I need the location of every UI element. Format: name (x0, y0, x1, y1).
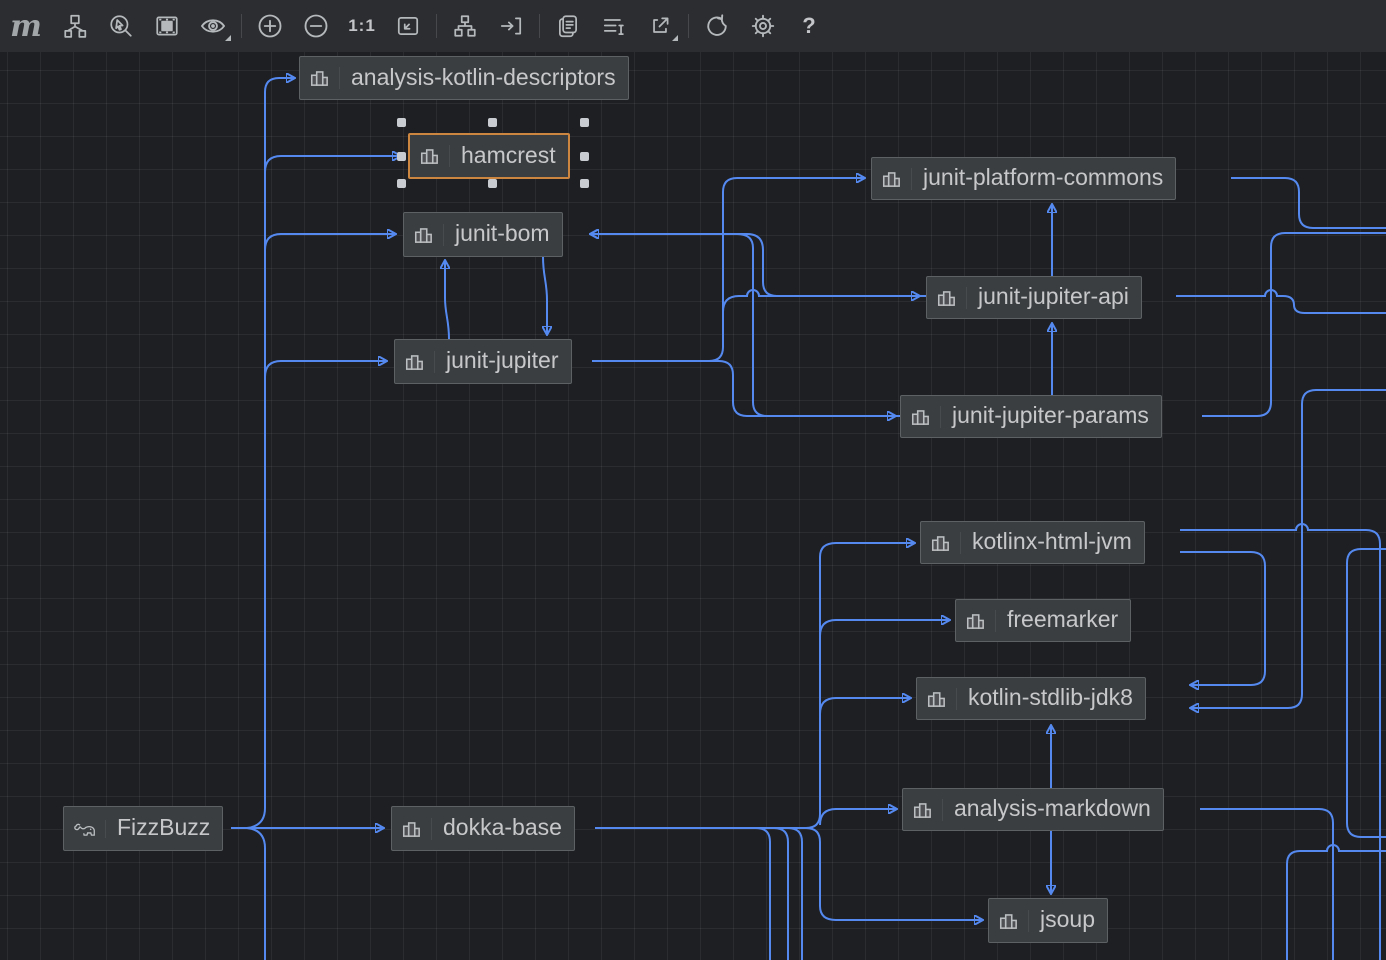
node-label: analysis-kotlin-descriptors (351, 63, 616, 90)
graph-node[interactable]: dokka-base (391, 806, 575, 851)
resize-handle-ne[interactable] (580, 118, 589, 127)
module-dependency-graph-button[interactable] (52, 6, 98, 46)
graph-node[interactable]: junit-jupiter (394, 339, 572, 384)
library-icon (309, 67, 340, 89)
library-icon (930, 531, 961, 554)
dropdown-indicator-icon (672, 35, 678, 41)
library-icon (419, 145, 450, 167)
eye-icon (200, 19, 226, 33)
toolbar: m (0, 0, 1386, 52)
help-button[interactable]: ? (786, 6, 832, 46)
resize-handle-se[interactable] (580, 179, 589, 188)
graph-node[interactable]: freemarker (955, 599, 1132, 642)
graph-node[interactable]: analysis-kotlin-descriptors (299, 56, 629, 100)
resize-handle-e[interactable] (580, 152, 589, 161)
refresh-icon (707, 14, 727, 36)
settings-button[interactable] (740, 6, 786, 46)
library-icon (401, 817, 432, 840)
library-icon (404, 350, 435, 373)
resize-handle-nw[interactable] (397, 118, 406, 127)
library-icon (936, 286, 967, 309)
hierarchy-icon (454, 15, 476, 37)
toolbar-separator (539, 14, 540, 38)
node-label: kotlin-stdlib-jdk8 (968, 684, 1133, 710)
zoom-out-button[interactable] (293, 6, 339, 46)
module-graph-icon (64, 14, 87, 38)
node-label: kotlinx-html-jvm (972, 528, 1132, 554)
node-label: dokka-base (443, 814, 562, 840)
focus-node-button[interactable] (488, 6, 534, 46)
refresh-button[interactable] (694, 6, 740, 46)
fit-to-window-button[interactable] (385, 6, 431, 46)
library-icon (998, 909, 1029, 932)
resize-handle-sw[interactable] (397, 179, 406, 188)
node-label: analysis-markdown (954, 795, 1151, 821)
node-label: hamcrest (461, 141, 556, 168)
library-icon (413, 223, 444, 246)
node-label: freemarker (1007, 606, 1119, 632)
library-icon (965, 609, 996, 632)
toolbar-separator (436, 14, 437, 38)
node-label: junit-jupiter-params (952, 402, 1149, 428)
actual-size-label: 1:1 (348, 16, 376, 35)
graph-node[interactable]: jsoup (988, 898, 1108, 943)
node-label: junit-jupiter (446, 347, 559, 373)
zoom-in-button[interactable] (247, 6, 293, 46)
node-label: junit-jupiter-api (978, 283, 1129, 309)
edge-layer (231, 52, 1386, 960)
filmstrip-icon (156, 16, 178, 36)
library-icon (910, 405, 941, 428)
gear-icon (751, 14, 775, 38)
graph-node[interactable]: junit-platform-commons (871, 157, 1177, 200)
fit-to-window-icon (397, 17, 419, 35)
graph-node-root[interactable]: FizzBuzz (63, 806, 224, 851)
graph-node[interactable]: analysis-markdown (902, 788, 1164, 831)
node-label: junit-bom (455, 220, 550, 246)
graph-node[interactable]: kotlin-stdlib-jdk8 (916, 677, 1146, 720)
node-label: junit-platform-commons (923, 164, 1164, 190)
toolbar-separator (688, 14, 689, 38)
rename-list-button[interactable] (591, 6, 637, 46)
library-icon (912, 798, 943, 821)
export-icon (653, 17, 669, 33)
graph-node[interactable]: junit-jupiter-api (926, 276, 1142, 319)
node-label: FizzBuzz (117, 814, 211, 840)
layout-hierarchy-button[interactable] (442, 6, 488, 46)
zoom-to-selection-button[interactable] (98, 6, 144, 46)
graph-node[interactable]: junit-jupiter-params (900, 395, 1162, 438)
zoom-in-icon (258, 14, 282, 38)
gradle-elephant-icon (73, 819, 106, 838)
filmstrip-view-button[interactable] (144, 6, 190, 46)
resize-handle-n[interactable] (488, 118, 497, 127)
toolbar-separator (241, 14, 242, 38)
zoom-cursor-icon (110, 15, 132, 37)
resize-handle-s[interactable] (488, 179, 497, 188)
graph-canvas[interactable]: analysis-kotlin-descriptors hamcrest jun… (0, 52, 1386, 960)
library-icon (926, 687, 957, 710)
node-label: jsoup (1040, 906, 1095, 932)
enter-bracket-icon (500, 17, 522, 35)
zoom-out-icon (304, 14, 328, 38)
list-cursor-icon (603, 19, 624, 35)
library-icon (881, 167, 912, 190)
help-label: ? (802, 13, 816, 38)
view-options-button[interactable] (190, 6, 236, 46)
app-logo: m (10, 8, 42, 44)
dropdown-indicator-icon (225, 35, 231, 41)
graph-node-selected[interactable]: hamcrest (408, 133, 570, 179)
graph-node[interactable]: kotlinx-html-jvm (920, 521, 1145, 564)
copy-diagram-button[interactable] (545, 6, 591, 46)
copy-icon (559, 15, 577, 38)
actual-size-button[interactable]: 1:1 (339, 6, 385, 46)
graph-node[interactable]: junit-bom (403, 212, 563, 257)
export-diagram-button[interactable] (637, 6, 683, 46)
resize-handle-w[interactable] (397, 152, 406, 161)
